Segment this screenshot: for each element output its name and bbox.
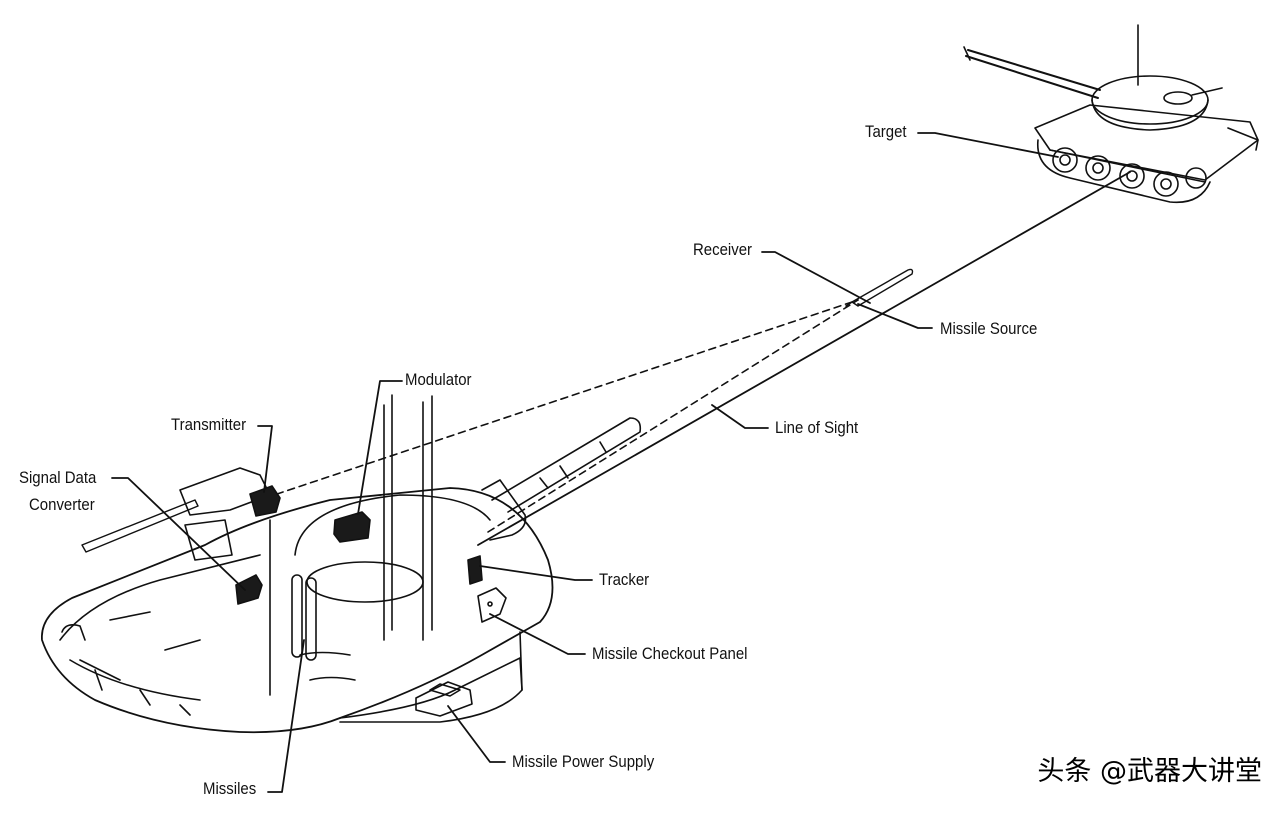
line-of-sight-lines (265, 172, 1130, 545)
missile-checkout-panel-leader (490, 614, 585, 654)
receiver-leader (762, 252, 870, 303)
label-missiles: Missiles (203, 779, 257, 798)
launch-vehicle-drawing (42, 395, 640, 732)
signal-data-converter-leader (112, 478, 245, 590)
signal-data-converter-box (236, 575, 262, 604)
line-of-sight (478, 172, 1130, 545)
missile-in-flight-drawing (846, 270, 913, 307)
modulator-box (334, 512, 370, 542)
label-tracker: Tracker (599, 570, 650, 589)
label-signal-data-converter-line2: Converter (29, 495, 95, 514)
transmitter-beam (265, 300, 858, 498)
line-of-sight-leader (712, 405, 768, 428)
label-missile-power-supply: Missile Power Supply (512, 752, 655, 771)
target-tank-drawing (964, 25, 1258, 202)
label-transmitter: Transmitter (171, 415, 247, 434)
tracker-beam (488, 300, 858, 532)
transmitter-leader (258, 426, 272, 492)
label-modulator: Modulator (405, 370, 472, 389)
component-boxes (236, 486, 482, 604)
label-missile-checkout-panel: Missile Checkout Panel (592, 644, 748, 663)
label-signal-data-converter-line1: Signal Data (19, 468, 97, 487)
tracker-leader (480, 566, 592, 580)
tracker-box (468, 556, 482, 584)
missiles-leader (268, 640, 304, 792)
label-target: Target (865, 122, 907, 141)
label-line-of-sight: Line of Sight (775, 418, 859, 437)
transmitter-box (250, 486, 280, 516)
label-receiver: Receiver (693, 240, 753, 259)
target-leader (918, 133, 1058, 157)
modulator-leader (358, 381, 402, 514)
leader-lines (112, 133, 1058, 792)
missiles-drawing (292, 575, 316, 660)
watermark: 头条 @武器大讲堂 (1037, 756, 1262, 787)
missile-power-supply-leader (448, 706, 505, 762)
missile-source-leader (858, 304, 932, 328)
label-missile-source: Missile Source (940, 319, 1038, 338)
missile-checkout-panel-drawing (478, 588, 506, 622)
